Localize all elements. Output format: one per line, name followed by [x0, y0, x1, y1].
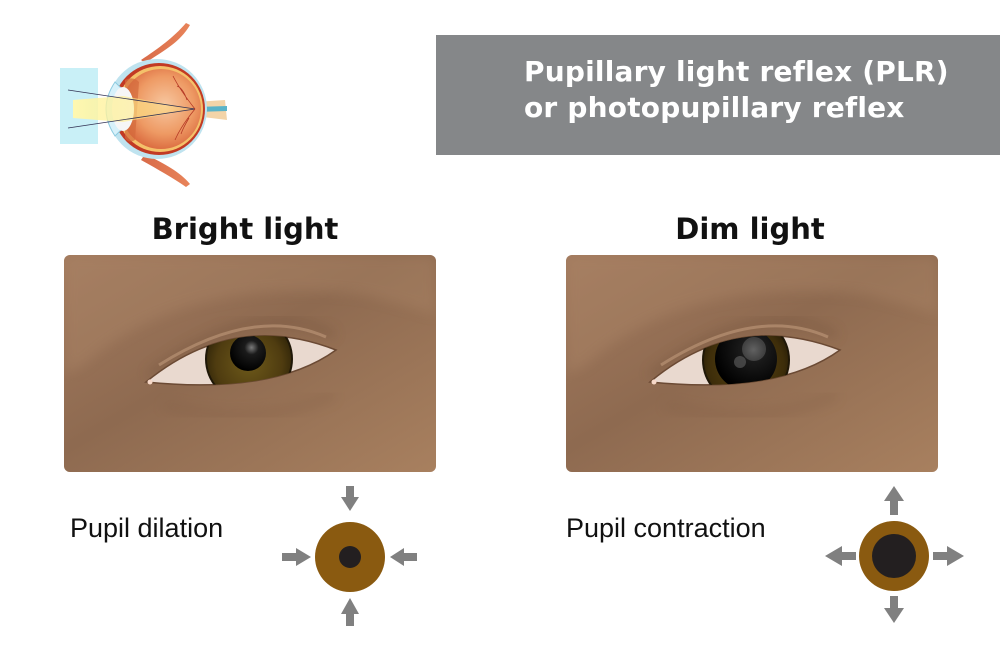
eye-large-pupil-icon — [566, 255, 938, 472]
pupil-contraction-diagram — [820, 480, 970, 630]
eye-anatomy-illustration — [55, 20, 235, 190]
title-banner: Pupillary light reflex (PLR) or photopup… — [436, 35, 1000, 155]
arrow-up-icon — [884, 486, 904, 515]
bright-light-heading: Bright light — [151, 212, 339, 246]
pupil-small-icon — [339, 546, 361, 568]
pupil-contraction-caption: Pupil contraction — [566, 513, 766, 543]
arrow-right-icon — [282, 548, 311, 566]
title-line-1: Pupillary light reflex (PLR) — [524, 55, 949, 88]
arrow-left-icon — [390, 548, 417, 566]
arrow-down-icon — [884, 596, 904, 623]
pupil-dilation-caption: Pupil dilation — [70, 513, 224, 543]
arrow-left-icon — [825, 546, 856, 566]
pupil-large-icon — [872, 534, 916, 578]
arrow-down-icon — [341, 486, 359, 511]
dim-light-heading: Dim light — [675, 212, 825, 246]
eye-cross-section-icon — [60, 23, 227, 187]
arrow-up-icon — [341, 598, 359, 626]
title-line-2: or photopupillary reflex — [524, 91, 905, 124]
bright-light-eye-illustration — [64, 255, 436, 472]
pupil-dilation-diagram — [280, 480, 430, 630]
eye-small-pupil-icon — [64, 255, 436, 472]
dim-light-eye-illustration — [566, 255, 938, 472]
arrow-right-icon — [933, 546, 964, 566]
